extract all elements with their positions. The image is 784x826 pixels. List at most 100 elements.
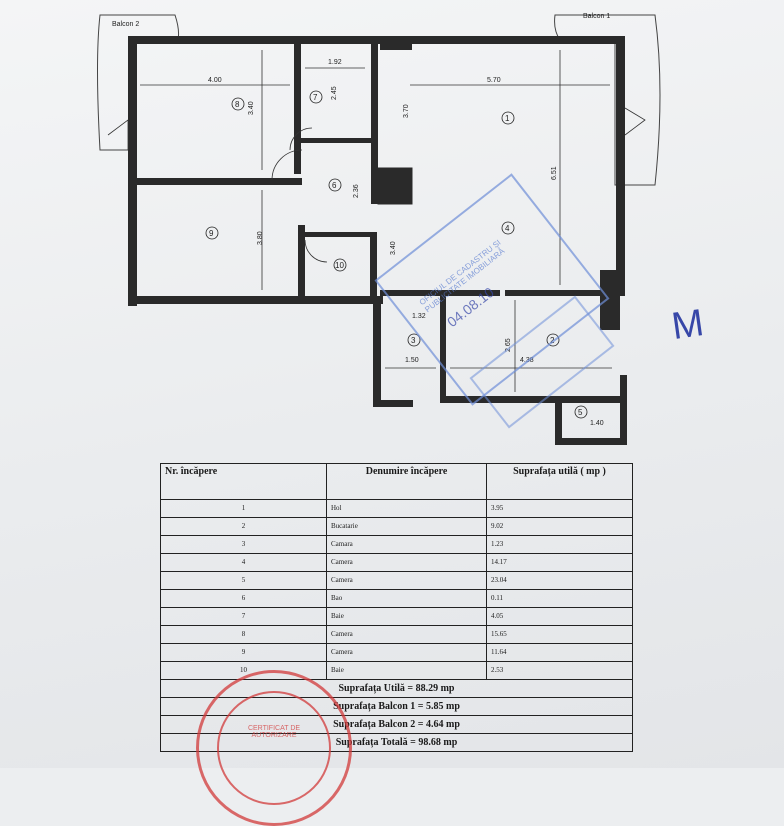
dim-text: 1.50 [405, 357, 419, 364]
door-swing [624, 107, 646, 136]
room-number: 4 [505, 224, 510, 233]
cell-name: Bucatarie [326, 517, 487, 536]
handwritten-mark: M [669, 302, 707, 349]
closet [377, 167, 413, 205]
cell-area: 14.17 [486, 553, 633, 572]
header-name: Denumire încăpere [326, 463, 487, 500]
header-nr: Nr. încăpere [160, 463, 327, 500]
wall [305, 232, 375, 237]
room-marker [205, 226, 219, 240]
cell-nr: 6 [160, 589, 327, 608]
room-marker [546, 333, 560, 347]
wall [128, 296, 383, 304]
wall [137, 178, 302, 185]
cell-nr: 9 [160, 643, 327, 662]
cell-name: Camera [326, 571, 487, 590]
balcony-left-outline [97, 14, 180, 151]
wall [373, 296, 381, 406]
door-swing [289, 127, 313, 151]
room-number: 5 [578, 408, 583, 417]
dim-text: 1.32 [412, 313, 426, 320]
room-number: 9 [209, 229, 214, 238]
wall [298, 225, 305, 300]
dim-text: 3.40 [390, 241, 397, 255]
wall [380, 44, 412, 50]
cell-nr: 1 [160, 499, 327, 518]
dim-text: 3.80 [257, 231, 264, 245]
cell-name: Baie [326, 607, 487, 626]
room-marker [328, 178, 342, 192]
cell-area: 15.65 [486, 625, 633, 644]
dim-text: 4.00 [208, 77, 222, 84]
cell-area: 9.02 [486, 517, 633, 536]
stamp-inner-ring [217, 691, 331, 805]
room-marker [407, 333, 421, 347]
stamp-text: CERTIFICAT DE AUTORIZARE [247, 725, 301, 739]
room-number: 3 [411, 336, 416, 345]
cell-name: Hol [326, 499, 487, 518]
room-number: 6 [332, 181, 337, 190]
wall [294, 44, 301, 174]
room-number: 1 [505, 114, 510, 123]
room-marker [574, 405, 588, 419]
room-marker [231, 97, 245, 111]
door-swing [107, 119, 129, 150]
header-area: Suprafața utilă ( mp ) [486, 463, 633, 500]
balcony-right-outline [554, 14, 661, 186]
wall [371, 44, 378, 204]
balcony-right-label: Balcon 1 [583, 13, 610, 20]
wall [440, 296, 446, 400]
cell-nr: 2 [160, 517, 327, 536]
room-marker [309, 90, 323, 104]
dim-text: 1.40 [590, 420, 604, 427]
wall [555, 396, 562, 444]
cell-area: 4.05 [486, 607, 633, 626]
wall [616, 36, 625, 296]
cell-area: 1.23 [486, 535, 633, 554]
room-number: 7 [313, 93, 318, 102]
cell-nr: 4 [160, 553, 327, 572]
wall [370, 232, 377, 298]
wall [505, 290, 617, 296]
cell-name: Camera [326, 625, 487, 644]
room-number: 10 [335, 261, 344, 270]
dim-text: 2.45 [331, 86, 338, 100]
room-number: 8 [235, 100, 240, 109]
balcony-left-label: Balcon 2 [112, 21, 139, 28]
dim-text: 2.65 [505, 338, 512, 352]
room-marker [333, 258, 347, 272]
door-swing [271, 149, 303, 181]
cell-area: 23.04 [486, 571, 633, 590]
wall [380, 290, 500, 296]
cell-nr: 5 [160, 571, 327, 590]
cell-name: Camera [326, 643, 487, 662]
cell-nr: 7 [160, 607, 327, 626]
dim-text: 3.70 [403, 104, 410, 118]
wall [301, 138, 371, 143]
cell-name: Camara [326, 535, 487, 554]
door-swing [304, 239, 328, 263]
floor-plan: Balcon 2 Balcon 1 4.00 3.40 1.92 2.45 3.… [97, 13, 661, 445]
cell-nr: 8 [160, 625, 327, 644]
cell-area: 2.53 [486, 661, 633, 680]
cell-area: 11.64 [486, 643, 633, 662]
wall [600, 270, 620, 330]
wall [555, 438, 627, 445]
wall [345, 36, 625, 44]
room-marker [501, 111, 515, 125]
wall [440, 396, 620, 403]
wall [620, 375, 627, 445]
wall [373, 400, 413, 407]
dim-text: 3.40 [248, 101, 255, 115]
wall [128, 36, 137, 306]
dim-text: 5.70 [487, 77, 501, 84]
room-marker [501, 221, 515, 235]
